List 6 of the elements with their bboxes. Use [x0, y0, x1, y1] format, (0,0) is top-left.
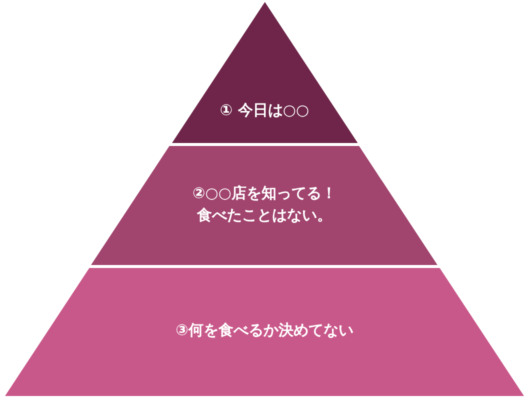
tier-label: ②○○店を知ってる！食べたことはない。 [192, 183, 338, 226]
pyramid-tier [91, 146, 438, 265]
tier-label: ① 今日は○○ [220, 100, 310, 121]
pyramid-tier [172, 2, 358, 143]
tier-label: ③何を食べるか決めてない [176, 320, 354, 341]
pyramid-tier [5, 268, 524, 396]
